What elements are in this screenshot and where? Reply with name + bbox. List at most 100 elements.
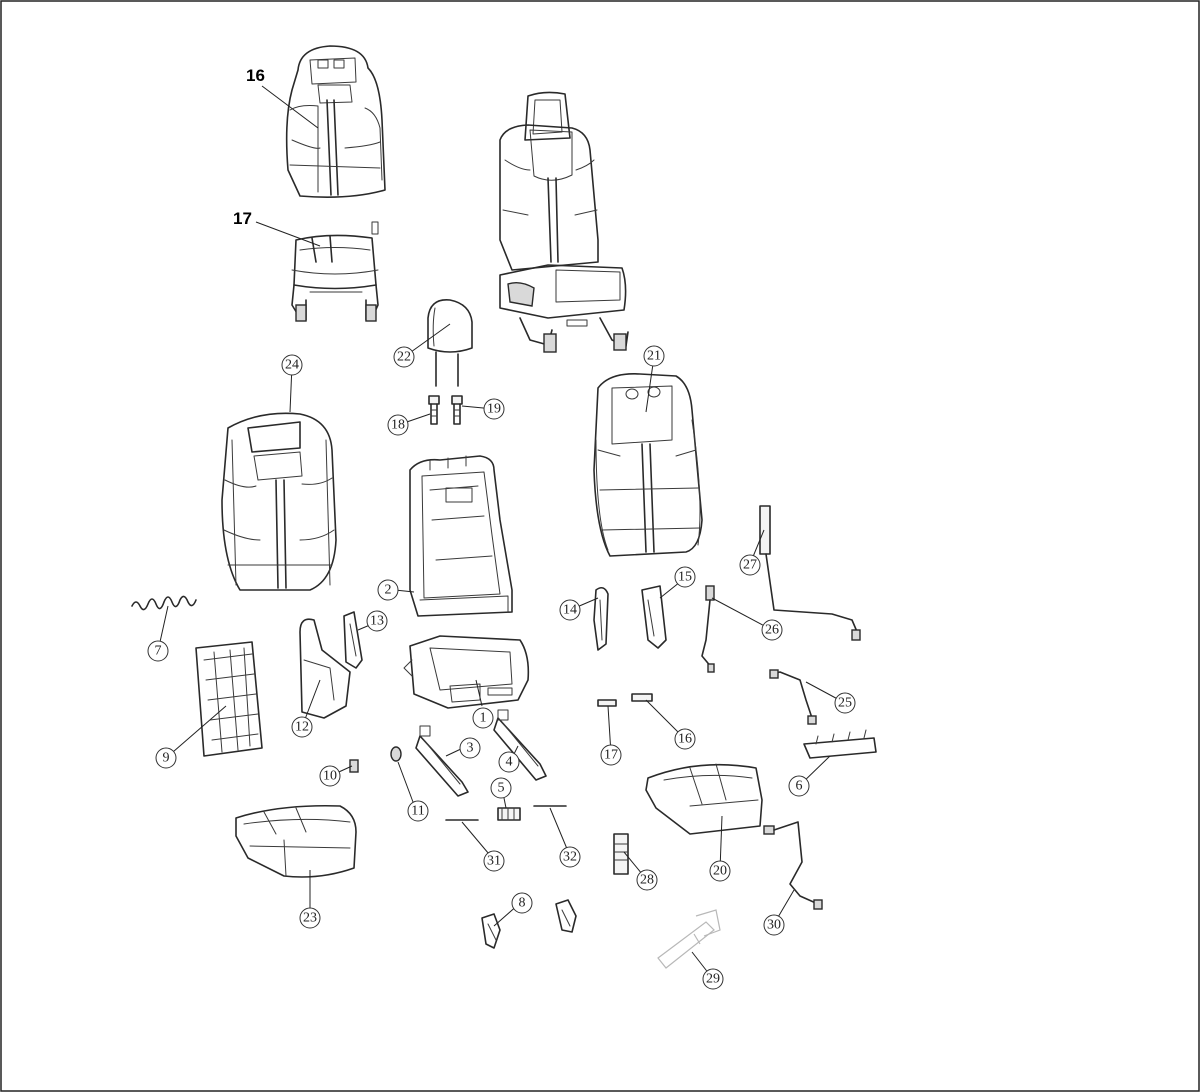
svg-text:7: 7: [155, 644, 162, 659]
inset-label-16: 16: [246, 66, 265, 85]
svg-text:14: 14: [563, 603, 577, 618]
callout-3: 3: [459, 737, 481, 759]
callout-10: 10: [319, 765, 341, 787]
callout-11: 11: [407, 800, 429, 822]
headrest: [427, 299, 473, 387]
svg-text:26: 26: [765, 623, 779, 638]
svg-text:5: 5: [498, 781, 505, 796]
callout-25: 25: [834, 692, 856, 714]
inset-17-leader: [255, 221, 321, 247]
tube-29: [657, 909, 721, 969]
callout-31: 31: [483, 850, 505, 872]
callout-21: 21: [643, 345, 665, 367]
zigzag-spring: [131, 595, 197, 611]
callout-32: 32: [559, 846, 581, 868]
callout-5: 5: [490, 777, 512, 799]
svg-text:29: 29: [706, 972, 720, 987]
callout-30: 30: [763, 914, 785, 936]
callout-16: 16: [674, 728, 696, 750]
inset-cushion-cover: [291, 221, 379, 322]
backrest-foam: [221, 412, 337, 591]
callout-19: 19: [483, 398, 505, 420]
svg-text:18: 18: [391, 418, 405, 433]
inset-label-17: 17: [233, 209, 252, 228]
callout-27: 27: [739, 554, 761, 576]
actuator: [497, 807, 521, 821]
svg-text:6: 6: [796, 779, 803, 794]
backrest-assembly: [593, 372, 703, 557]
bracket-8-left: [481, 913, 501, 949]
callout-17: 17: [600, 744, 622, 766]
callout-15: 15: [674, 566, 696, 588]
trim-15: [641, 585, 667, 649]
svg-text:20: 20: [713, 864, 727, 879]
svg-text:16: 16: [678, 732, 692, 747]
svg-text:23: 23: [303, 911, 317, 926]
seat-cushion: [645, 763, 763, 835]
harness-26: [701, 585, 715, 673]
bolt-28: [613, 833, 629, 875]
control-module-6: [803, 729, 877, 759]
seat-frame: [409, 455, 513, 617]
callout-7: 7: [147, 640, 169, 662]
seat-track-left: [415, 725, 469, 797]
cushion-foam: [235, 804, 357, 878]
clip-16: [631, 693, 653, 702]
trim-14: [593, 586, 609, 651]
callout-1: 1: [472, 707, 494, 729]
svg-text:10: 10: [323, 769, 337, 784]
side-trim-13: [343, 611, 363, 669]
harness-30: [763, 821, 823, 910]
callout-2: 2: [377, 579, 399, 601]
callout-9: 9: [155, 747, 177, 769]
callout-23: 23: [299, 907, 321, 929]
svg-text:12: 12: [295, 720, 309, 735]
seat-base: [403, 635, 530, 709]
callout-24: 24: [281, 354, 303, 376]
callout-8: 8: [511, 892, 533, 914]
svg-text:19: 19: [487, 402, 501, 417]
svg-text:11: 11: [411, 804, 424, 819]
svg-text:27: 27: [743, 558, 757, 573]
callout-18: 18: [387, 414, 409, 436]
clip-17: [597, 699, 617, 707]
svg-text:22: 22: [397, 350, 411, 365]
callout-22: 22: [393, 346, 415, 368]
svg-text:3: 3: [467, 741, 474, 756]
clip-10: [349, 759, 359, 773]
headrest-guides: [428, 395, 463, 425]
lumbar-support-mat: [195, 641, 263, 757]
svg-text:9: 9: [163, 751, 170, 766]
svg-text:25: 25: [838, 696, 852, 711]
svg-text:13: 13: [370, 614, 384, 629]
svg-text:17: 17: [604, 748, 618, 763]
svg-text:4: 4: [506, 755, 513, 770]
callout-26: 26: [761, 619, 783, 641]
side-shield: [299, 618, 351, 719]
svg-text:24: 24: [285, 358, 299, 373]
bracket-8-right: [555, 899, 577, 933]
svg-text:32: 32: [563, 850, 577, 865]
svg-text:2: 2: [385, 583, 392, 598]
svg-text:28: 28: [640, 873, 654, 888]
inset-backrest-cover: [285, 45, 386, 198]
svg-text:8: 8: [519, 896, 526, 911]
assembled-seat: [499, 91, 629, 353]
svg-text:30: 30: [767, 918, 781, 933]
harness-27: [759, 505, 861, 641]
callout-28: 28: [636, 869, 658, 891]
grommet-11: [390, 746, 402, 762]
callout-14: 14: [559, 599, 581, 621]
callout-12: 12: [291, 716, 313, 738]
svg-text:31: 31: [487, 854, 501, 869]
callout-6: 6: [788, 775, 810, 797]
callout-20: 20: [709, 860, 731, 882]
svg-text:1: 1: [480, 711, 487, 726]
svg-text:15: 15: [678, 570, 692, 585]
callout-13: 13: [366, 610, 388, 632]
callout-4: 4: [498, 751, 520, 773]
svg-text:21: 21: [647, 349, 661, 364]
callout-29: 29: [702, 968, 724, 990]
